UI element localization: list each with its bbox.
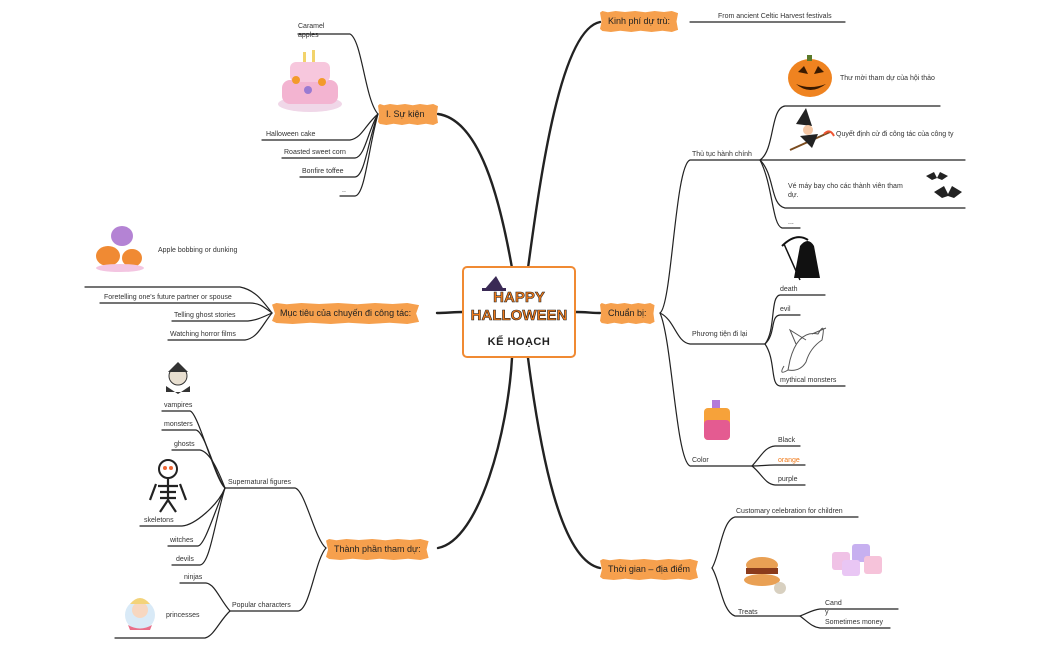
candy-boxes-icon [832, 544, 882, 576]
color-item[interactable]: orange [778, 457, 800, 464]
treats-label[interactable]: Treats [738, 609, 758, 616]
muc-tieu-item[interactable]: Apple bobbing or dunking [158, 247, 238, 254]
happy-halloween-logo-icon: HAPPY HALLOWEEN [470, 276, 568, 324]
princess-icon [125, 598, 155, 630]
center-title: KẾ HOẠCH [487, 336, 551, 348]
supernatural-item[interactable]: witches [170, 537, 194, 544]
thu-tuc-hanh-chinh[interactable]: Thủ tục hành chính [692, 151, 752, 158]
topic-su-kien[interactable]: I. Sự kiện [378, 104, 438, 125]
supernatural-item[interactable]: skeletons [144, 517, 174, 524]
color-label[interactable]: Color [692, 457, 709, 464]
thu-tuc-item[interactable]: Thư mời tham dự của hội thảo [840, 75, 935, 82]
supernatural-item[interactable]: ghosts [174, 441, 195, 448]
muc-tieu-item[interactable]: Telling ghost stories [174, 312, 236, 319]
svg-text:HALLOWEEN: HALLOWEEN [471, 307, 568, 324]
phuong-tien-item[interactable]: death [780, 286, 798, 293]
branch-su-kien [436, 112, 514, 270]
thu-tuc-item[interactable]: ... [788, 219, 794, 226]
jack-o-lantern-icon [788, 55, 832, 97]
branch-thanh-phan [436, 356, 514, 550]
svg-text:HAPPY: HAPPY [493, 289, 545, 306]
topic-kinh-phi[interactable]: Kinh phí dự trù: [600, 11, 679, 32]
center-node[interactable]: HAPPY HALLOWEEN KẾ HOẠCH [462, 266, 576, 358]
skeleton-icon [148, 459, 188, 513]
topic-muc-tieu[interactable]: Mục tiêu của chuyến đi công tác: [272, 303, 420, 324]
bats-icon [926, 172, 962, 198]
su-kien-item[interactable]: Bonfire toffee [302, 168, 344, 175]
popular-item[interactable]: princesses [166, 612, 200, 619]
phuong-tien-di-lai[interactable]: Phương tiện đi lại [692, 331, 748, 338]
color-item[interactable]: Black [778, 437, 796, 444]
color-item[interactable]: purple [778, 476, 798, 483]
popular-item[interactable]: ninjas [184, 574, 203, 581]
popular-characters[interactable]: Popular characters [232, 602, 291, 609]
supernatural-figures[interactable]: Supernatural figures [228, 479, 292, 486]
su-kien-item[interactable]: Caramel apples [298, 23, 325, 39]
kinh-phi-item[interactable]: From ancient Celtic Harvest festivals [718, 13, 832, 20]
halloween-cake-icon [278, 50, 342, 112]
muc-tieu-item[interactable]: Foretelling one's future partner or spou… [104, 294, 232, 301]
pumpkins-icon [96, 226, 144, 272]
supernatural-item[interactable]: vampires [164, 402, 193, 409]
thoi-gian-item[interactable]: Customary celebration for children [736, 508, 843, 515]
treats-item[interactable]: Cand y [825, 600, 842, 616]
topic-thoi-gian[interactable]: Thời gian – địa điểm [600, 559, 698, 580]
phuong-tien-item[interactable]: evil [780, 306, 791, 313]
muc-tieu-item[interactable]: Watching horror films [170, 331, 236, 338]
thu-tuc-item[interactable]: Vé máy bay cho các thành viên tham dự. [788, 183, 903, 199]
branch-chuan-bi [574, 310, 602, 315]
su-kien-item[interactable]: Halloween cake [266, 131, 316, 138]
su-kien-item[interactable]: .. [342, 187, 346, 194]
phuong-tien-item[interactable]: mythical monsters [780, 377, 837, 384]
treats-icon [744, 557, 786, 594]
topic-thanh-phan[interactable]: Thành phần tham dự: [326, 539, 429, 560]
branch-kinh-phi [526, 20, 602, 270]
branch-thoi-gian [526, 356, 602, 570]
supernatural-item[interactable]: monsters [164, 421, 193, 428]
grim-reaper-icon [781, 236, 820, 281]
potion-bottle-icon [704, 400, 730, 440]
vampire-icon [166, 362, 190, 394]
topic-chuan-bi[interactable]: Chuẩn bị: [600, 303, 655, 324]
witch-icon [789, 108, 835, 151]
supernatural-item[interactable]: devils [176, 556, 194, 563]
thu-tuc-item[interactable]: Quyết định cử đi công tác của công ty [836, 131, 954, 138]
treats-item[interactable]: Sometimes money [825, 619, 883, 626]
dragon-icon [781, 327, 827, 373]
su-kien-item[interactable]: Roasted sweet corn [284, 149, 346, 156]
